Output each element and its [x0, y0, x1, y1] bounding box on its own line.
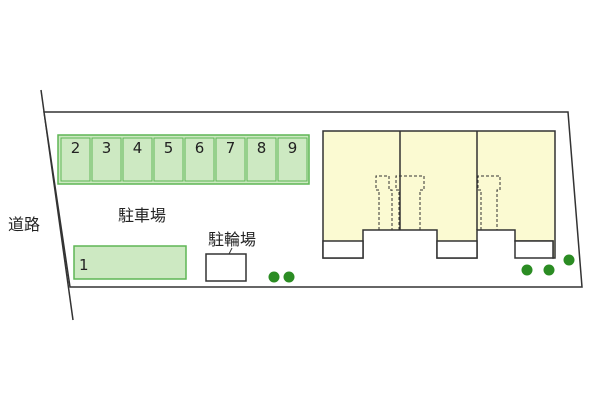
balcony	[514, 240, 554, 259]
building	[322, 130, 556, 259]
parking-space-5: 5	[153, 137, 184, 182]
bicycle-parking-box	[205, 253, 247, 282]
building-outline	[322, 130, 556, 259]
parking-space-label: 1	[79, 256, 89, 274]
parking-space-1: 1	[73, 245, 187, 280]
entrance-outline	[395, 175, 425, 230]
balcony	[322, 240, 364, 259]
bicycle-parking-label: 駐輪場	[208, 230, 256, 249]
tree-icon	[543, 264, 555, 276]
parking-space-3: 3	[91, 137, 122, 182]
balcony	[436, 240, 478, 259]
tree-icon	[283, 271, 295, 283]
parking-space-6: 6	[184, 137, 215, 182]
parking-space-label: 4	[133, 139, 143, 157]
parking-space-2: 2	[60, 137, 91, 182]
parking-space-label: 7	[226, 139, 236, 157]
parking-space-label: 8	[257, 139, 267, 157]
entrance-outline	[477, 175, 501, 230]
parking-row: 2 3 4 5 6 7 8 9	[57, 134, 310, 185]
tree-icon	[563, 254, 575, 266]
tree-icon	[268, 271, 280, 283]
parking-space-4: 4	[122, 137, 153, 182]
entrance-outline	[375, 175, 393, 230]
parking-space-label: 5	[164, 139, 174, 157]
tree-icon	[521, 264, 533, 276]
parking-space-label: 2	[71, 139, 81, 157]
parking-space-8: 8	[246, 137, 277, 182]
parking-space-label: 3	[102, 139, 112, 157]
parking-space-7: 7	[215, 137, 246, 182]
parking-space-label: 9	[288, 139, 298, 157]
parking-space-label: 6	[195, 139, 205, 157]
road-label: 道路	[8, 215, 40, 234]
parking-area-label: 駐車場	[118, 206, 166, 225]
parking-space-9: 9	[277, 137, 308, 182]
